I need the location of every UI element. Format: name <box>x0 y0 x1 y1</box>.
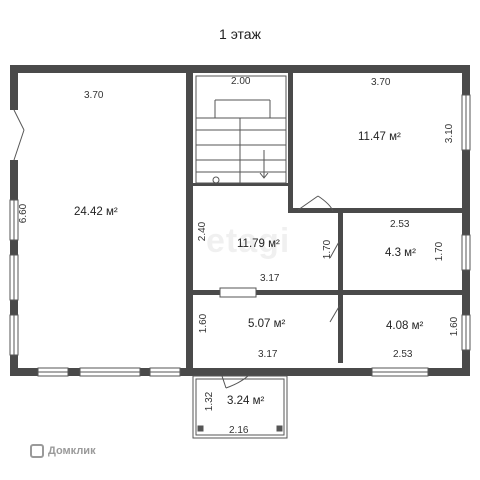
domclick-logo: Домклик <box>30 444 96 458</box>
bedroom-area: 11.47 м² <box>358 131 401 143</box>
watermark: etagi <box>206 222 291 260</box>
living-area: 24.42 м² <box>74 206 118 218</box>
wall-right <box>462 65 470 376</box>
wall-bath-left <box>338 213 343 363</box>
stairs-width-dim: 2.00 <box>231 76 251 87</box>
bath-right-dim: 1.70 <box>434 241 446 262</box>
bedroom-side-dim: 3.10 <box>444 123 456 144</box>
porch-area: 3.24 м² <box>227 395 265 407</box>
hall-side-dim: 2.40 <box>197 221 209 242</box>
bath-top-dim: 2.53 <box>390 219 410 230</box>
porch-bottom-dim: 2.16 <box>229 425 249 436</box>
living-top-dim: 3.70 <box>84 90 104 101</box>
wall-top <box>10 65 470 73</box>
wall-stair-bottom <box>193 183 288 186</box>
wall-stair-bedroom <box>288 73 293 213</box>
bath-left-dim: 1.70 <box>322 239 334 260</box>
wall-living-partition <box>186 73 193 376</box>
room4-side-dim: 1.60 <box>449 316 461 337</box>
doors <box>297 195 341 323</box>
staircase <box>195 75 287 184</box>
floor-title: 1 этаж <box>219 26 261 42</box>
living-side-dim: 6.60 <box>18 203 30 224</box>
kitchen-side-dim: 1.60 <box>198 313 210 334</box>
porch-side-dim: 1.32 <box>204 391 216 412</box>
wall-bedroom-bottom <box>293 208 462 213</box>
room4-area: 4.08 м² <box>386 320 424 332</box>
door-left <box>10 109 25 161</box>
hall-area: 11.79 м² <box>237 238 280 250</box>
room4-bottom-dim: 2.53 <box>393 349 413 360</box>
opening-hall <box>219 287 257 298</box>
hall-bottom-dim: 3.17 <box>260 273 280 284</box>
bedroom-top-dim: 3.70 <box>371 77 391 88</box>
kitchen-area: 5.07 м² <box>248 318 286 330</box>
kitchen-bottom-dim: 3.17 <box>258 349 278 360</box>
windows <box>9 94 471 377</box>
bath-area: 4.3 м² <box>385 247 416 259</box>
wall-bottom <box>10 368 470 376</box>
domclick-logo-icon <box>30 444 44 458</box>
domclick-logo-text: Домклик <box>48 445 96 457</box>
porch <box>192 375 288 439</box>
wall-middle <box>193 290 462 295</box>
